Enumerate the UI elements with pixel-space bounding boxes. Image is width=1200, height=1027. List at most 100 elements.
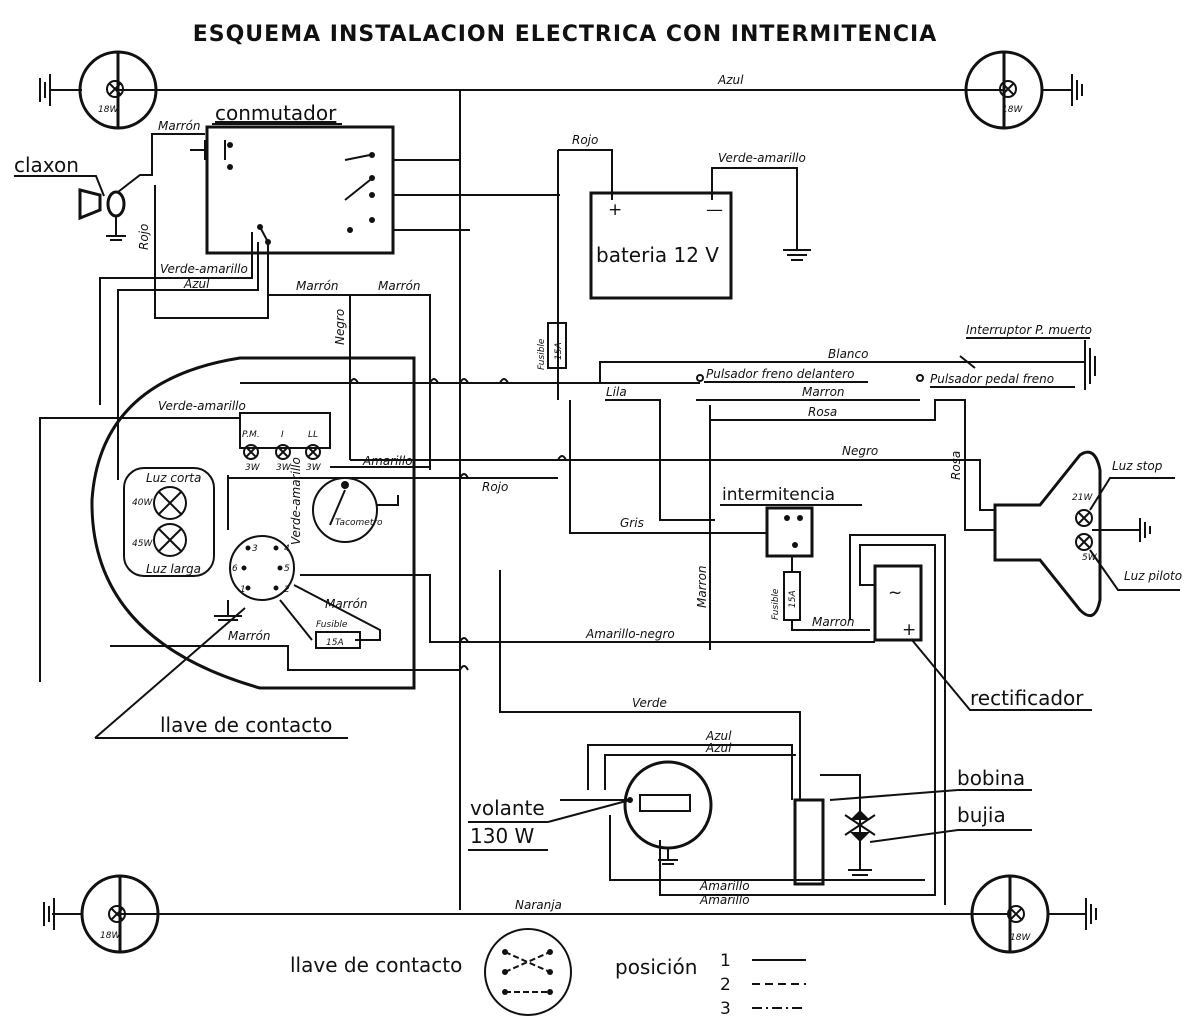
legend-p1: 1 — [720, 951, 731, 971]
wire-verde — [499, 570, 801, 800]
bobina-leader — [829, 789, 1032, 801]
tacometro-label: Tacometro — [335, 518, 383, 528]
wire-rojo-bat — [557, 149, 613, 400]
headlight-bulbs — [123, 467, 215, 577]
fusible-int-value: 15A — [788, 590, 798, 608]
wire-label-rojo-2: Rojo — [482, 480, 508, 494]
wire-main-vertical — [393, 90, 461, 910]
diagram-title: ESQUEMA INSTALACION ELECTRICA CON INTERM… — [193, 22, 938, 47]
wire-label-marron-7: Marrón — [228, 629, 271, 643]
wire-marron-5 — [791, 556, 870, 631]
key-num-3: 3 — [252, 544, 258, 554]
wire-label-azul: Azul — [717, 73, 744, 87]
wire-negro-2 — [350, 459, 995, 511]
wire-label-negro-1: Negro — [333, 309, 347, 345]
legend-p3: 3 — [720, 999, 731, 1019]
ground-battery — [783, 249, 811, 261]
lamp-wattage: 18W — [1002, 105, 1023, 115]
legend-p2: 2 — [720, 975, 731, 995]
wire-rojo-2 — [227, 475, 558, 530]
luz-stop-leader — [1089, 477, 1175, 511]
wire-blanco — [599, 361, 1085, 383]
wire-crossings — [349, 378, 567, 671]
wire-azul-3 — [587, 744, 793, 800]
battery-minus: — — [706, 200, 723, 220]
interruptor-switch — [959, 355, 976, 369]
lamp-wattage: 18W — [98, 105, 119, 115]
wire-label-marron-5: Marron — [812, 615, 855, 629]
fusible-top — [547, 322, 567, 369]
pm-label: P.M. — [242, 430, 260, 440]
claxon-leader — [14, 175, 105, 197]
wire-label-azul-2: Azul — [183, 277, 210, 291]
volante-label: volante — [470, 796, 545, 820]
bujia-plug — [820, 774, 876, 881]
lamp-wattage: 18W — [1010, 933, 1031, 943]
wire-label-azul-3: Azul — [705, 729, 732, 743]
luz-corta-label: Luz corta — [146, 471, 201, 485]
key-num-5: 5 — [284, 564, 290, 574]
battery-label: bateria 12 V — [596, 243, 719, 267]
wire-verde-amarillo-2 — [39, 417, 240, 682]
pulsador-delantero-label: Pulsador freno delantero — [706, 367, 854, 381]
interruptor-label: Interruptor P. muerto — [966, 323, 1092, 337]
wire-marron-1 — [154, 242, 431, 470]
i-label: I — [281, 430, 284, 440]
wire-amarillo-lower — [612, 879, 935, 896]
luz-piloto-leader — [1089, 549, 1180, 591]
wire-label-negro-2: Negro — [842, 444, 878, 458]
key-num-1: 1 — [240, 585, 246, 595]
luz-stop-label: Luz stop — [1112, 459, 1163, 473]
wire-azul-2 — [117, 242, 259, 480]
wire-label-marron-2: Marrón — [378, 279, 421, 293]
lamp-wattage: 18W — [100, 931, 121, 941]
indicator-bulbs — [239, 412, 331, 460]
wire-verde-amarillo-bat — [711, 167, 798, 250]
luz-piloto-label: Luz piloto — [1124, 569, 1182, 583]
legend-key-diagram — [484, 928, 572, 1016]
wire-label-verde-amarillo-2: Verde-amarillo — [158, 399, 246, 413]
wire-amarillo-negro — [300, 574, 875, 643]
tacometro-gauge — [312, 477, 399, 543]
bobina-box — [793, 798, 825, 886]
piloto-wattage: 5W — [1082, 553, 1098, 563]
conmutador-label: conmutador — [215, 101, 337, 125]
front-lamp-left: 18W — [78, 50, 158, 130]
wire-azul-4 — [604, 754, 796, 790]
bobina-label: bobina — [957, 766, 1025, 790]
rect-ac: ~ — [888, 583, 902, 603]
rectificador-label: rectificador — [970, 686, 1084, 710]
w3a-label: 3W — [245, 463, 261, 473]
ground-symbols-bottom — [43, 898, 1097, 930]
wire-label-rosa-2: Rosa — [949, 451, 963, 480]
bujia-label: bujia — [957, 803, 1006, 827]
fusible-top-value: 15A — [554, 342, 564, 360]
llave-contacto-label: llave de contacto — [160, 713, 332, 737]
wire-label-naranja: Naranja — [515, 898, 562, 912]
fusible-int-label: Fusible — [771, 588, 781, 620]
ground-symbols-top — [39, 74, 1083, 106]
wire-label-amarillo-1: Amarillo — [362, 454, 413, 468]
pulsador-pedal-label: Pulsador pedal freno — [930, 372, 1054, 386]
claxon-label: claxon — [14, 153, 79, 177]
key-num-2: 2 — [284, 585, 290, 595]
wire-label-amarillo-3: Amarillo — [699, 893, 750, 907]
legend-posicion-label: posición — [615, 955, 697, 979]
wire-label-azul-4: Azul — [705, 741, 732, 755]
key-num-4: 4 — [284, 544, 290, 554]
wire-label-marron-4: Marron — [695, 565, 709, 608]
w3b-label: 3W — [276, 463, 292, 473]
ground-key — [214, 600, 242, 621]
wire-label-amarillo-2: Amarillo — [699, 879, 750, 893]
fusible-left — [315, 631, 361, 649]
legend-llave-label: llave de contacto — [290, 953, 462, 977]
rect-plus: + — [902, 620, 916, 640]
wire-rosa-1 — [709, 399, 995, 650]
rectificador-leader — [911, 639, 1092, 711]
wire-label-verde: Verde — [632, 696, 667, 710]
battery-plus: + — [608, 200, 622, 220]
wire-label-marron-6: Marrón — [325, 597, 368, 611]
intermitencia-box — [765, 506, 814, 558]
wire-marron-claxon — [117, 133, 205, 193]
volante-w-label: 130 W — [470, 824, 535, 848]
